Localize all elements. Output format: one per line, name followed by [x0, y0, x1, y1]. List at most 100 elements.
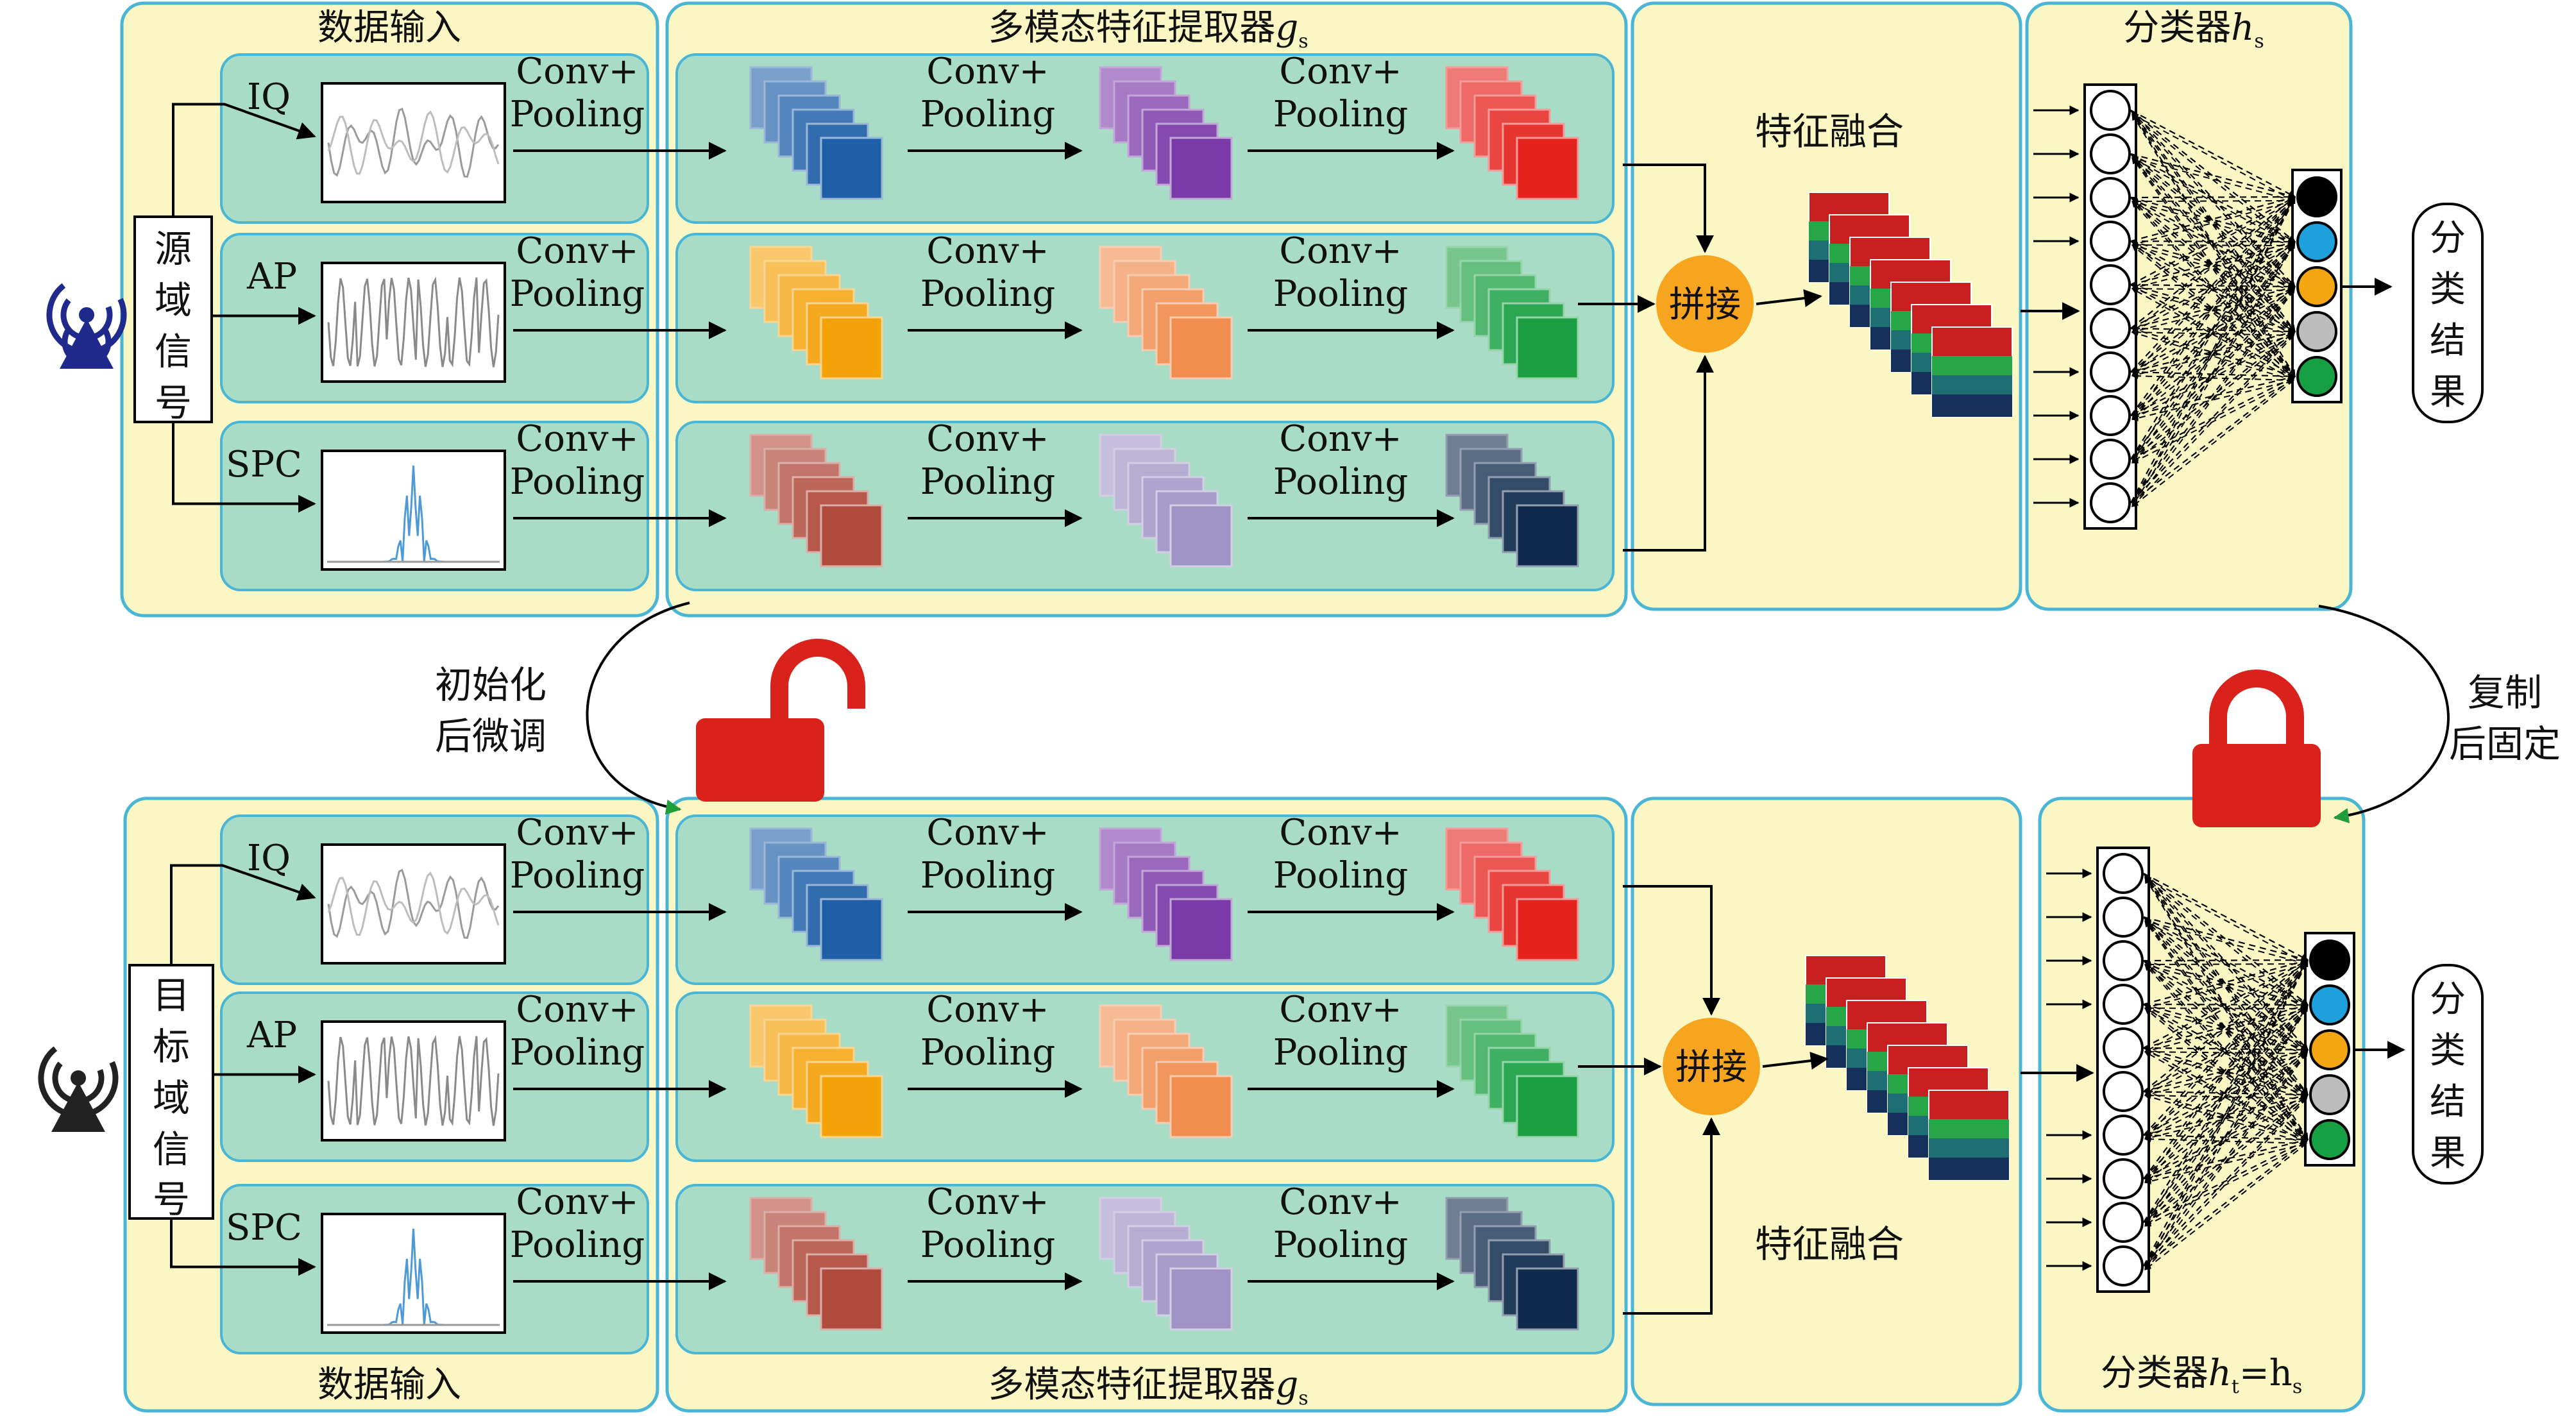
fused-feature-maps-top: [1808, 192, 2013, 417]
output-node-4-bottom: [2309, 1074, 2350, 1115]
copy-label-line1: 复制: [2468, 671, 2542, 714]
conv-label-1-1-top: Conv+: [516, 51, 638, 92]
fusion-title-bottom: 特征融合: [1755, 1222, 1904, 1266]
conv-label-2-1-bottom: Conv+: [516, 989, 638, 1031]
pool-label-3-1-top: Pooling: [510, 461, 645, 503]
pool-label-2-1-bottom: Pooling: [510, 1032, 645, 1074]
feature-map-stack-2-3-bottom: [1445, 1004, 1579, 1138]
source-signal-box: [133, 215, 213, 423]
antenna-icon-source: [46, 274, 127, 369]
feature-map-stack-1-3-bottom: [1445, 827, 1579, 961]
svg-text:域: 域: [153, 1076, 190, 1120]
output-node-3-top: [2296, 266, 2337, 307]
svg-text:标: 标: [153, 1025, 190, 1068]
data-input-title-top: 数据输入: [318, 7, 461, 49]
conv-label-3-1-bottom: Conv+: [516, 1181, 638, 1223]
source-signal-label: 源 域 信 号: [155, 227, 192, 425]
pool-label-2-3-bottom: Pooling: [1273, 1032, 1409, 1074]
svg-text:号: 号: [155, 381, 192, 425]
output-node-3-bottom: [2309, 1029, 2350, 1070]
output-node-2-bottom: [2309, 984, 2350, 1025]
pool-label-3-1-bottom: Pooling: [510, 1224, 645, 1266]
pool-label-1-2-bottom: Pooling: [920, 855, 1056, 897]
target-signal-label: 目 标 域 信 号: [153, 973, 190, 1221]
copy-transfer-arrow: [2318, 605, 2450, 823]
feature-map-stack-1-3-top: [1445, 66, 1579, 200]
output-node-1-top: [2296, 176, 2337, 217]
svg-text:果: 果: [2430, 371, 2466, 413]
modality-label-iq-top: IQ: [247, 76, 291, 118]
output-node-1-bottom: [2309, 940, 2350, 981]
conv-label-1-3-bottom: Conv+: [1279, 812, 1402, 854]
feature-map-stack-2-3-top: [1445, 246, 1579, 380]
copy-label-line2: 后固定: [2449, 722, 2561, 766]
data-input-title-bottom: 数据输入: [318, 1364, 461, 1406]
pool-label-1-3-top: Pooling: [1273, 94, 1409, 135]
modality-label-iq-bottom: IQ: [247, 838, 291, 879]
signal-plot-spc-top: [321, 450, 506, 571]
output-node-5-bottom: [2309, 1119, 2350, 1160]
pool-label-1-3-bottom: Pooling: [1273, 855, 1409, 897]
concat-label-top: 拼接: [1669, 284, 1741, 326]
pool-label-2-3-top: Pooling: [1273, 273, 1409, 315]
feature-map-stack-2-2-bottom: [1099, 1004, 1233, 1138]
lock-icon: [2192, 670, 2321, 827]
pool-label-3-2-top: Pooling: [920, 461, 1056, 503]
classifier-title-top: 分类器hs: [2123, 7, 2264, 53]
fusion-panel-top: [1631, 1, 2022, 611]
target-signal-box: [128, 964, 214, 1220]
signal-plot-iq-top: [321, 82, 506, 203]
pool-label-1-1-bottom: Pooling: [510, 855, 645, 897]
pool-label-3-3-top: Pooling: [1273, 461, 1409, 503]
feature-map-stack-1-2-top: [1099, 66, 1233, 200]
result-label-top: 分 类 结 果: [2430, 217, 2466, 413]
conv-label-2-3-bottom: Conv+: [1279, 989, 1402, 1031]
signal-plot-ap-bottom: [321, 1020, 506, 1142]
feature-map-stack-2-1-bottom: [749, 1004, 883, 1138]
extractor-title-bottom: 多模态特征提取器gs: [988, 1364, 1308, 1410]
modality-label-spc-top: SPC: [226, 444, 302, 485]
svg-text:类: 类: [2430, 269, 2466, 310]
pool-label-1-2-top: Pooling: [920, 94, 1056, 135]
svg-text:分类器ht=hs: 分类器ht=hs: [2101, 1353, 2303, 1398]
unlock-icon: [696, 639, 865, 802]
signal-plot-spc-bottom: [321, 1213, 506, 1334]
conv-label-2-2-top: Conv+: [926, 230, 1049, 272]
antenna-icon-target: [38, 1038, 119, 1132]
feature-map-stack-1-2-bottom: [1099, 827, 1233, 961]
result-box-top: [2412, 203, 2484, 423]
conv-label-3-3-top: Conv+: [1279, 418, 1402, 460]
svg-text:多模态特征提取器gs: 多模态特征提取器gs: [988, 1364, 1308, 1410]
output-node-5-top: [2296, 356, 2337, 397]
feature-map-stack-3-3-bottom: [1445, 1197, 1579, 1331]
pool-label-3-2-bottom: Pooling: [920, 1224, 1056, 1266]
fusion-title-top: 特征融合: [1755, 110, 1904, 153]
fusion-in-arrow-3-bottom: [1623, 1117, 1720, 1315]
svg-text:分: 分: [2430, 979, 2466, 1020]
svg-text:信: 信: [153, 1127, 190, 1171]
pool-label-2-2-top: Pooling: [920, 273, 1056, 315]
classifier-network-top: [2033, 83, 2393, 530]
output-node-4-top: [2296, 311, 2337, 352]
result-box-bottom: [2412, 964, 2484, 1184]
conv-label-3-3-bottom: Conv+: [1279, 1181, 1402, 1223]
fusion-in-arrow-1-top: [1623, 164, 1714, 253]
svg-text:号: 号: [153, 1177, 190, 1221]
conv-label-3-2-top: Conv+: [926, 418, 1049, 460]
concat-node-bottom: [1663, 1018, 1760, 1115]
output-node-2-top: [2296, 221, 2337, 262]
feature-map-stack-3-2-top: [1099, 434, 1233, 568]
conv-label-2-1-top: Conv+: [516, 230, 638, 272]
svg-text:类: 类: [2430, 1030, 2466, 1072]
svg-text:分类器hs: 分类器hs: [2123, 7, 2264, 53]
svg-text:结: 结: [2430, 320, 2466, 362]
concat-label-bottom: 拼接: [1675, 1047, 1747, 1088]
svg-text:信: 信: [155, 330, 192, 373]
modality-label-ap-bottom: AP: [246, 1015, 297, 1056]
svg-text:分: 分: [2430, 217, 2466, 259]
fusion-in-arrow-1-bottom: [1623, 885, 1720, 1016]
fused-feature-maps-bottom: [1805, 955, 2010, 1181]
svg-text:域: 域: [155, 278, 192, 322]
signal-plot-iq-bottom: [321, 843, 506, 965]
feature-map-stack-1-1-top: [749, 66, 883, 200]
